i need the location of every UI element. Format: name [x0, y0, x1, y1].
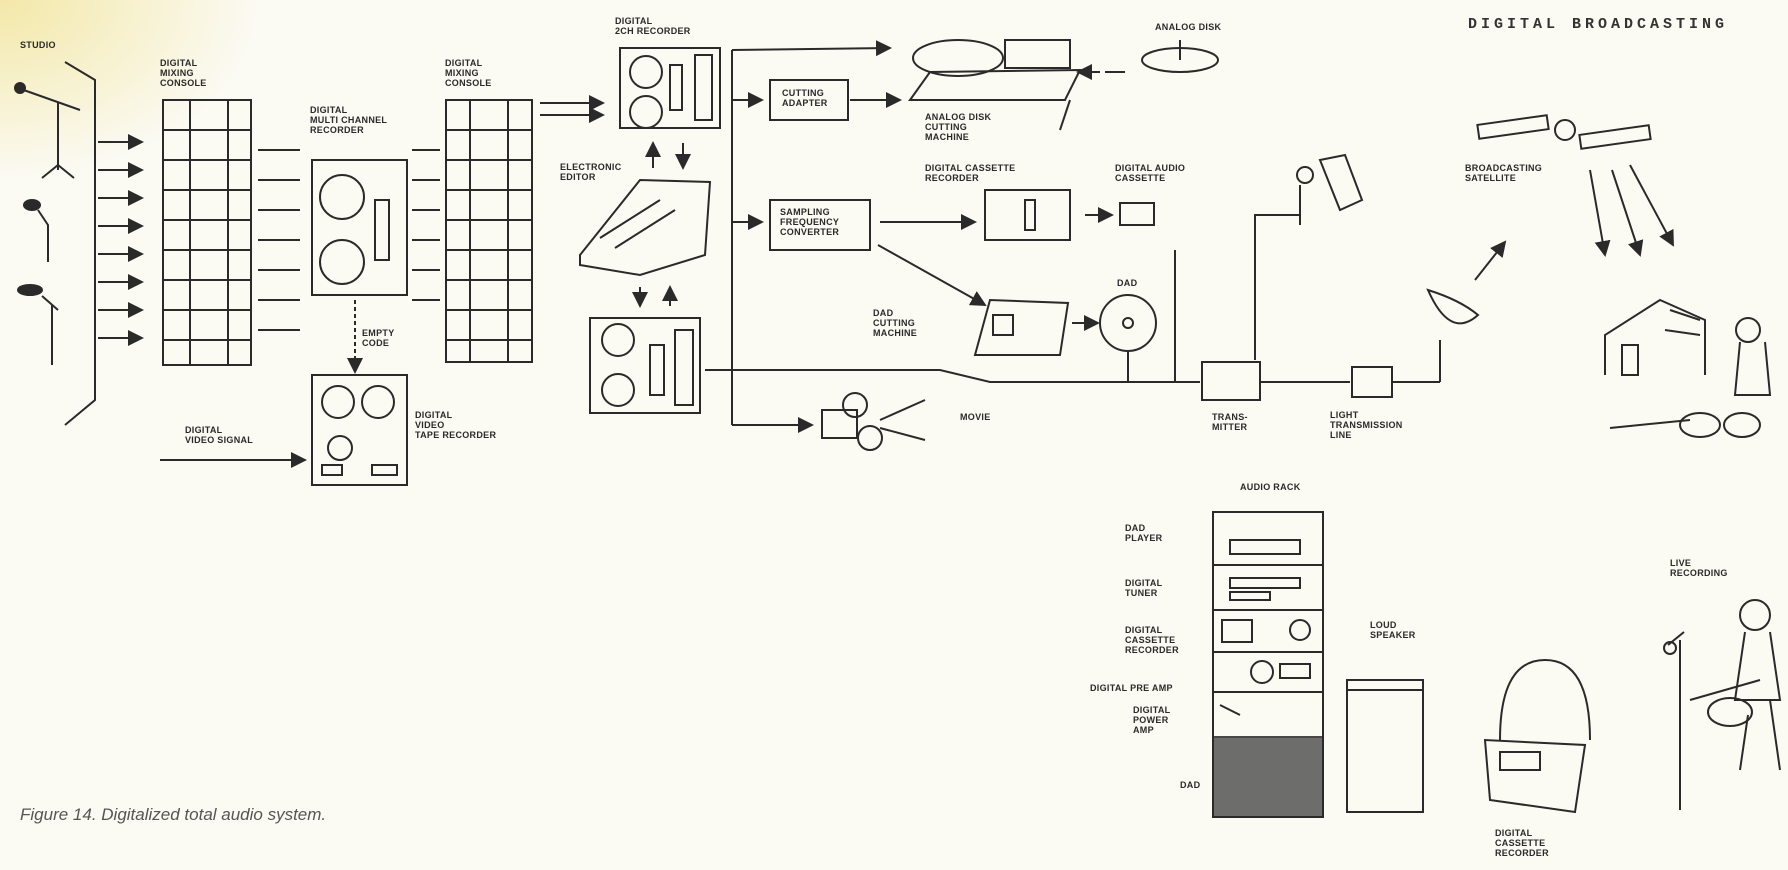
diagram-title: DIGITAL BROADCASTING — [1467, 16, 1728, 33]
portable-cassette-recorder — [1483, 658, 1591, 814]
label-mixing-console-2: DIGITAL MIXING CONSOLE — [445, 58, 492, 88]
transmitter-box — [1201, 361, 1261, 401]
label-transmitter: TRANS- MITTER — [1212, 412, 1248, 432]
label-analog-disk: ANALOG DISK — [1155, 22, 1222, 32]
movie-projector — [821, 392, 926, 451]
label-studio: STUDIO — [20, 40, 56, 50]
audio-rack — [1212, 511, 1324, 818]
label-electronic-editor: ELECTRONIC EDITOR — [560, 162, 622, 182]
cutting-adapter-box — [769, 79, 849, 121]
label-light-transmission-line: LIGHT TRANSMISSION LINE — [1330, 410, 1403, 440]
loud-speaker-box — [1346, 679, 1424, 813]
studio-to-console-arrows — [98, 134, 144, 346]
figure-caption: Figure 14. Digitalized total audio syste… — [20, 805, 327, 824]
label-digital-pre-amp: DIGITAL PRE AMP — [1090, 683, 1173, 693]
live-recording-guitarist — [1663, 599, 1782, 810]
label-dad-player: DAD PLAYER — [1125, 523, 1163, 543]
multichannel-recorder — [311, 159, 408, 296]
label-sampling-frequency-converter: SAMPLING FREQUENCY CONVERTER — [780, 207, 840, 237]
second-two-track-recorder — [589, 317, 701, 414]
recorder-to-console2-lines — [412, 149, 440, 301]
label-empty-code: EMPTY CODE — [362, 328, 395, 348]
dad-cutting-machine — [973, 298, 1070, 356]
label-mixing-console-1: DIGITAL MIXING CONSOLE — [160, 58, 207, 88]
satellite-dish — [1426, 288, 1480, 325]
label-rack-dad: DAD — [1180, 780, 1201, 790]
label-broadcasting-satellite: BROADCASTING SATELLITE — [1465, 163, 1543, 183]
label-digital-tuner: DIGITAL TUNER — [1125, 578, 1163, 598]
label-digital-power-amp: DIGITAL POWER AMP — [1133, 705, 1171, 735]
house-reception — [1604, 298, 1772, 438]
label-video-tape-recorder: DIGITAL VIDEO TAPE RECORDER — [415, 410, 497, 440]
studio-microphones — [14, 61, 96, 426]
label-digital-audio-cassette: DIGITAL AUDIO CASSETTE — [1115, 163, 1186, 183]
radio-listener — [1296, 153, 1364, 225]
dad-disc — [1099, 294, 1157, 352]
mixing-console-2 — [445, 99, 533, 363]
label-audio-rack: AUDIO RACK — [1240, 482, 1301, 492]
light-line-box — [1351, 366, 1393, 398]
label-multichannel-recorder: DIGITAL MULTI CHANNEL RECORDER — [310, 105, 388, 135]
label-movie: MOVIE — [960, 412, 991, 422]
electronic-editor — [579, 178, 712, 277]
digital-cassette-recorder — [984, 189, 1071, 241]
mixing-console-1 — [162, 99, 252, 366]
label-rack-cassette-recorder: DIGITAL CASSETTE RECORDER — [1125, 625, 1179, 655]
label-digital-cassette-recorder: DIGITAL CASSETTE RECORDER — [925, 163, 1016, 183]
paper-yellow-tint — [0, 0, 260, 180]
label-analog-disk-cutting-machine: ANALOG DISK CUTTING MACHINE — [925, 112, 992, 142]
label-cutting-adapter: CUTTING ADAPTER — [782, 88, 828, 108]
sampling-converter-box — [769, 199, 871, 251]
label-two-track-recorder: DIGITAL 2ch RECORDER — [615, 16, 691, 36]
label-dad-cutting-machine: DAD CUTTING MACHINE — [873, 308, 918, 338]
label-portable-cassette-recorder: DIGITAL CASSETTE RECORDER — [1495, 828, 1549, 858]
label-live-recording: LIVE RECORDING — [1670, 558, 1728, 578]
label-dad: DAD — [1117, 278, 1138, 288]
console-to-recorder-lines — [258, 149, 300, 331]
label-loud-speaker: LOUD SPEAKER — [1370, 620, 1416, 640]
label-digital-video-signal: DIGITAL VIDEO SIGNAL — [185, 425, 254, 445]
video-tape-recorder — [311, 374, 408, 486]
broadcasting-satellite — [1476, 114, 1652, 150]
two-track-recorder — [619, 47, 721, 129]
digital-audio-cassette — [1119, 202, 1155, 226]
